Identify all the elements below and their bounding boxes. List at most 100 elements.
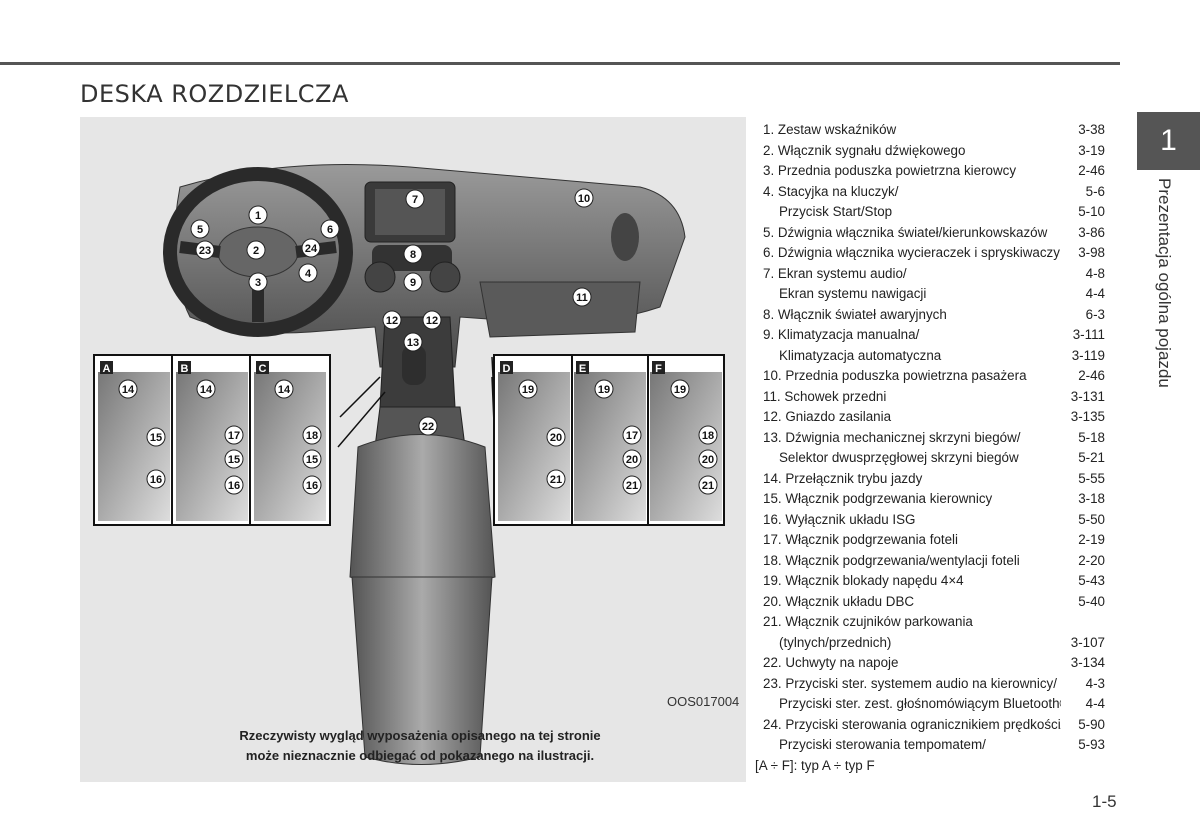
legend-row: Klimatyzacja automatyczna 3-119 (755, 346, 1105, 367)
callout-label: 12 (386, 315, 398, 327)
legend-text: 1. Zestaw wskaźników (763, 122, 897, 137)
callout-label: 5 (197, 224, 203, 236)
panel-callout-marker (224, 425, 244, 445)
legend-row: 3. Przednia poduszka powietrzna kierowcy… (755, 161, 1105, 182)
legend-row: 7. Ekran systemu audio/4-8 (755, 264, 1105, 285)
panel-callout-label: 15 (150, 432, 162, 444)
legend-text: Przycisk Start/Stop (779, 204, 893, 219)
legend-text: 4. Stacyjka na kluczyk/ (763, 183, 899, 199)
legend-row: 24. Przyciski sterowania ogranicznikiem … (755, 715, 1105, 736)
figure-code: OOS017004 (667, 694, 740, 709)
legend-text: Przyciski sterowania tempomatem/ (779, 737, 986, 752)
legend-text: 17. Włącznik podgrzewania foteli (763, 532, 959, 547)
panel-callout-label: 18 (702, 430, 714, 442)
panel-callout-label: 15 (306, 454, 318, 466)
panel-callout-label: 20 (550, 432, 562, 444)
legend-page: 5-6 (1085, 183, 1105, 199)
legend-page: 3-19 (1078, 142, 1105, 158)
callout-label: 24 (305, 243, 318, 255)
legend-page: 2-46 (1078, 163, 1105, 178)
callout-marker (298, 263, 318, 283)
legend-text: (tylnych/przednich) (779, 634, 892, 650)
legend-text: 14. Przełącznik trybu jazdy (763, 470, 923, 486)
legend-row: 1. Zestaw wskaźników 3-38 (755, 120, 1105, 141)
figure-note-line-2: może nieznacznie odbiegać od pokazanego … (245, 748, 595, 763)
legend-row: 23. Przyciski ster. systemem audio na ki… (755, 674, 1105, 695)
panel-letter: D (503, 363, 511, 375)
legend-page: 3-18 (1078, 491, 1105, 506)
legend-row: 9. Klimatyzacja manualna/3-111 (755, 325, 1105, 346)
panel-letter: F (655, 363, 662, 375)
callout-label: 3 (255, 277, 261, 289)
panel-letter: C (259, 363, 267, 375)
panel-callout-marker (698, 449, 718, 469)
legend-page: 3-119 (1071, 347, 1105, 363)
legend-row: 4. Stacyjka na kluczyk/5-6 (755, 182, 1105, 203)
callout-label: 10 (578, 193, 590, 205)
page-title: DESKA ROZDZIELCZA (80, 80, 349, 108)
legend-page: 3-131 (1070, 388, 1105, 404)
callout-marker (572, 287, 592, 307)
legend-page: 5-93 (1078, 737, 1105, 752)
legend-text: Selektor dwusprzęgłowej skrzyni biegów (779, 450, 1019, 465)
legend-page: 2-46 (1078, 368, 1105, 383)
panel-callout-marker (670, 379, 690, 399)
chapter-title-text: Prezentacja ogólna pojazdu (1155, 178, 1174, 388)
callout-label: 7 (412, 194, 418, 206)
legend-row: 18. Włącznik podgrzewania/wentylacji fot… (755, 551, 1105, 572)
legend-row: 10. Przednia poduszka powietrzna pasażer… (755, 366, 1105, 387)
legend-page: 5-55 (1078, 470, 1105, 486)
legend-type-note: [A ÷ F]: typ A ÷ typ F (755, 757, 875, 773)
panel-callout-label: 20 (702, 454, 714, 466)
panel-letter-box (256, 361, 269, 374)
legend-page: 3-111 (1072, 327, 1105, 342)
panel-callout-label: 14 (122, 384, 135, 396)
panel-callout-marker (622, 475, 642, 495)
legend-row: 14. Przełącznik trybu jazdy 5-55 (755, 469, 1105, 490)
legend-text: 19. Włącznik blokady napędu 4×4 (763, 573, 964, 588)
legend-page: 2-19 (1078, 532, 1105, 547)
panel-callout-marker (518, 379, 538, 399)
callout-label: 4 (305, 268, 312, 280)
callout-label: 2 (253, 245, 259, 257)
panel-callout-label: 17 (228, 430, 240, 442)
callout-marker (301, 238, 321, 258)
panel-callout-marker (224, 449, 244, 469)
legend-page: 3-38 (1078, 122, 1105, 137)
legend-text: 24. Przyciski sterowania ogranicznikiem … (763, 716, 1061, 732)
callout-label: 6 (327, 224, 333, 236)
panel-callout-label: 17 (626, 430, 638, 442)
legend-page (1061, 612, 1105, 633)
legend-page: 3-86 (1078, 224, 1105, 240)
legend-row: Przyciski ster. zest. głośnomówiącym Blu… (755, 694, 1105, 715)
panel-callout-label: 19 (522, 384, 534, 396)
legend-page: 5-43 (1078, 573, 1105, 588)
top-rule (0, 62, 1120, 65)
callout-marker (248, 205, 268, 225)
callout-marker (403, 272, 423, 292)
legend-text: Klimatyzacja automatyczna (779, 347, 942, 363)
panel-letter: A (103, 363, 111, 375)
panel-callout-label: 16 (150, 474, 162, 486)
panel-callout-marker (546, 469, 566, 489)
panel-letter: E (579, 363, 586, 375)
panel-callout-marker (302, 475, 322, 495)
figure-note-line-1: Rzeczywisty wygląd wyposażenia opisanego… (239, 728, 601, 743)
panel-callout-marker (274, 379, 294, 399)
panel-callout-label: 14 (278, 384, 291, 396)
panel-callout-marker (622, 425, 642, 445)
chapter-tab: 1 (1137, 112, 1200, 170)
panel-callout-label: 16 (306, 480, 318, 492)
panel-callout-label: 19 (598, 384, 610, 396)
callout-label: 13 (407, 337, 419, 349)
legend-page: 5-50 (1078, 511, 1105, 527)
